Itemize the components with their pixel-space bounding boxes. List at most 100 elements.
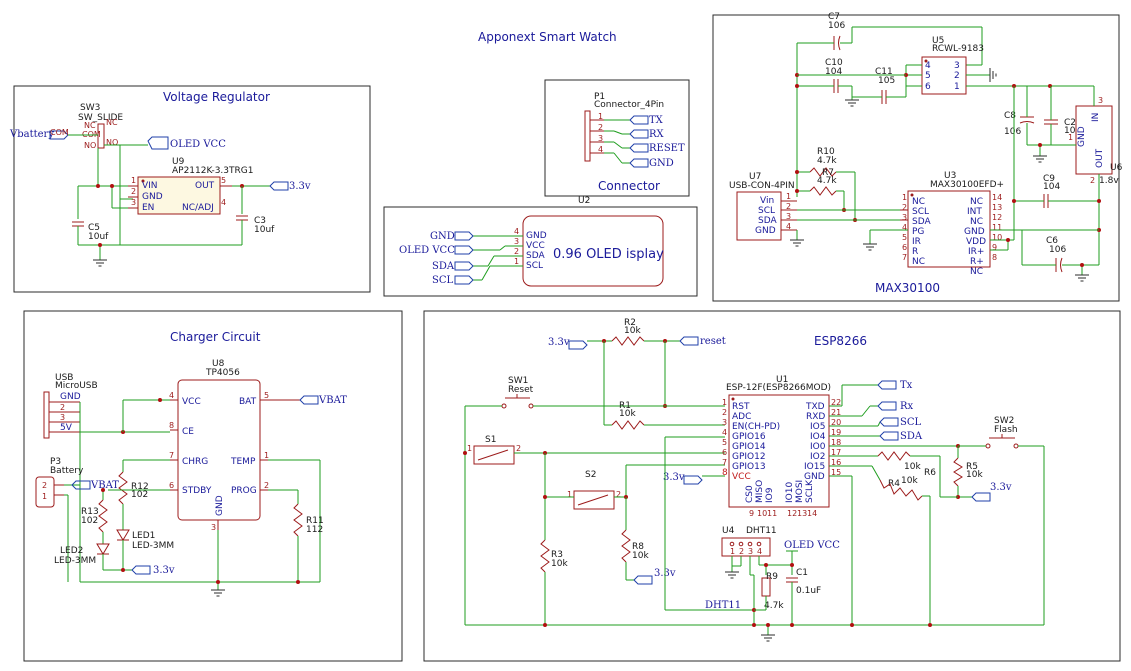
u4-value: DHT11 (746, 526, 777, 536)
u5-pin2: 2 (954, 71, 960, 81)
u7-body (736, 191, 782, 241)
c5-value: 10uf (88, 232, 109, 242)
c7-ref: C7 (828, 12, 840, 22)
u8-pin3: 3 (211, 523, 216, 532)
u1-num-12: 12 (787, 509, 797, 518)
u1-pin-io10: IO10 (785, 482, 795, 503)
sw3-ref: SW3 (80, 103, 100, 113)
p1-net-tx: TX (649, 115, 664, 126)
u3-left-num-3: 4 (902, 223, 907, 232)
p1-ref: P1 (594, 92, 605, 102)
c6-value: 106 (1049, 245, 1066, 255)
u8-pin5: 5 (264, 391, 269, 400)
u1-left-pins: RST ADC EN(CH-PD) GPIO16 GPIO14 GPIO12 G… (722, 398, 780, 482)
u1-num-4: 4 (722, 428, 727, 437)
u3-right-num-1: 13 (992, 203, 1002, 212)
u7-pin1: 1 (786, 192, 791, 201)
r10-ref: R10 (817, 147, 835, 157)
oled-net-sda: SDA (432, 261, 455, 272)
u7-pin3: 3 (786, 212, 791, 221)
led2-value: LED-3MM (54, 556, 96, 566)
usb-pin-2: 2 (60, 403, 65, 412)
oled-pin1: 1 (514, 257, 519, 266)
oled-net-gnd: GND (430, 231, 455, 242)
u6-body (1075, 105, 1113, 175)
esp8266-section: ESP8266 3.3v R2 10k reset SW1 Reset R1 1… (423, 310, 1121, 662)
charger-section: Charger Circuit USB MicroUSB GND 2 3 5V … (23, 310, 403, 662)
u8-vbat-label: VBAT (318, 395, 347, 406)
u6-pin1: 1 (1068, 133, 1073, 142)
u3-right-pin-6: R+ (970, 257, 984, 267)
u3-left-num-4: 5 (902, 233, 907, 242)
u4-pin3: 3 (748, 547, 753, 556)
led2-ref: LED2 (60, 546, 83, 556)
r13-value: 102 (81, 516, 98, 526)
u1-pin-io2: IO2 (810, 452, 825, 462)
u1-right-pins: TXD RXD IO5 IO4 IO0 IO2 IO15 GND 22 21 2… (804, 398, 841, 482)
r5-value: 10k (966, 470, 983, 480)
u1-value: ESP-12F(ESP8266MOD) (726, 383, 831, 393)
p1-pin4: 4 (598, 145, 603, 154)
usb-pin-gnd: GND (60, 392, 81, 402)
u7-pin-vin: Vin (760, 196, 774, 206)
c8-ref: C8 (1004, 111, 1016, 121)
u1-num-3: 3 (722, 418, 727, 427)
u8-pin1: 1 (264, 451, 269, 460)
c11-value: 105 (878, 76, 895, 86)
sw1-value: Reset (508, 385, 534, 395)
esp-net-tx: Tx (900, 380, 913, 391)
u9-ref: U9 (172, 157, 185, 167)
u8-pin-gnd-label: GND (215, 495, 225, 516)
u1-pin-vcc: VCC (732, 472, 751, 482)
max-section-title: MAX30100 (875, 281, 940, 295)
u8-pin4: 4 (169, 391, 174, 400)
u1-num-17: 17 (831, 448, 841, 457)
usb-body (43, 391, 50, 439)
r1-ref: R1 (619, 401, 631, 411)
voltage-regulator-section: Voltage Regulator Vbattery SW3 SW_SLIDE … (9, 85, 371, 293)
u9-pin-en: EN (142, 203, 154, 213)
u3-left-pin-4: IR (912, 237, 921, 247)
u7-pin-gnd: GND (755, 226, 776, 236)
oled-body (522, 215, 664, 287)
r2-ref: R2 (624, 318, 636, 328)
u8-pin8: 8 (169, 421, 174, 430)
c1-ref: C1 (796, 568, 808, 578)
u9-body (137, 176, 221, 215)
u8-pin-ce: CE (182, 427, 194, 437)
u9-pin5: 5 (221, 176, 226, 185)
u1-num-18: 18 (831, 438, 841, 447)
u5-pin5: 5 (925, 71, 931, 81)
u3-left-pin-0: NC (912, 197, 925, 207)
sw3-pin-no2: NO (106, 138, 118, 147)
charger-3v3-label: 3.3v (153, 565, 175, 576)
c6-ref: C6 (1046, 236, 1058, 246)
u1-ref: U1 (776, 375, 788, 385)
oled-pin4: 4 (514, 227, 519, 236)
u3-left-num-5: 6 (902, 243, 907, 252)
u1-pin-sclk: SCLK (805, 479, 815, 503)
u5-ref: U5 (932, 36, 944, 46)
u6-value: 1.8v (1099, 176, 1119, 186)
oled-pin3: 3 (514, 237, 519, 246)
u6-ref: U6 (1110, 163, 1123, 173)
r11-ref: R11 (306, 516, 324, 526)
r3-value: 10k (551, 559, 568, 569)
r6-ref: R6 (924, 468, 936, 478)
c3-value: 10uf (254, 225, 275, 235)
u3-body (907, 190, 991, 268)
esp-3v3-label-d: 3.3v (990, 482, 1012, 493)
u3-right-num-5: 9 (992, 243, 997, 252)
u1-num-8: 8 (722, 468, 728, 478)
c8-value: 106 (1004, 127, 1021, 137)
r8-value: 10k (632, 551, 649, 561)
u3-right-pin-2: NC (970, 217, 983, 227)
p1-body (584, 110, 591, 162)
u1-num-14: 14 (807, 509, 817, 518)
esp-section-title: ESP8266 (814, 334, 867, 348)
u8-pin-vcc: VCC (182, 397, 201, 407)
usb-ref: USB (55, 373, 73, 383)
u1-num-15: 15 (831, 468, 841, 477)
r4-value: 10k (901, 476, 918, 486)
